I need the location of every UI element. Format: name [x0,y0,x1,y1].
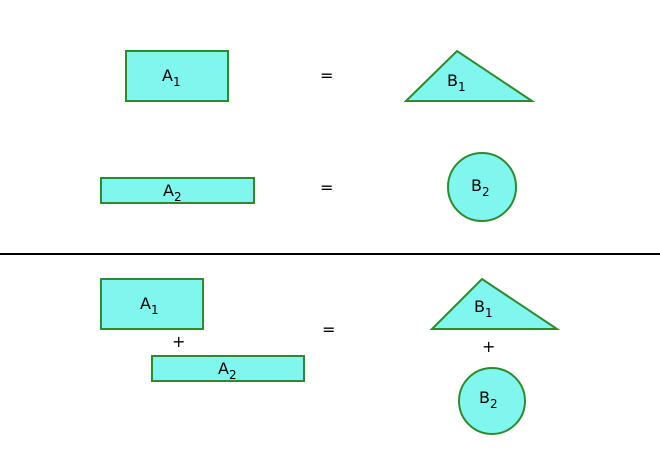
label-b2-sum: B2 [479,388,498,411]
rectangle-a1-sum [100,278,204,330]
label-a2: A2 [163,181,182,204]
equals-sign-sum: = [322,320,335,339]
circle-b2-sum [458,367,526,435]
label-b1: B1 [447,71,466,94]
label-a2-sum: A2 [218,359,237,382]
triangle-b1 [403,49,536,102]
plus-sign-right: + [482,337,495,356]
rectangle-a1 [125,50,229,102]
label-a1-sum: A1 [140,294,159,317]
circle-b2 [447,152,517,222]
plus-sign-left: + [172,332,185,351]
rectangle-a2 [100,177,255,204]
label-b1-sum: B1 [474,297,493,320]
triangle-b1-sum [429,277,561,330]
label-b2: B2 [471,176,490,199]
equals-sign-row2: = [320,178,333,197]
equals-sign-row1: = [320,66,333,85]
label-a1: A1 [162,66,181,89]
rectangle-a2-sum [151,355,305,382]
